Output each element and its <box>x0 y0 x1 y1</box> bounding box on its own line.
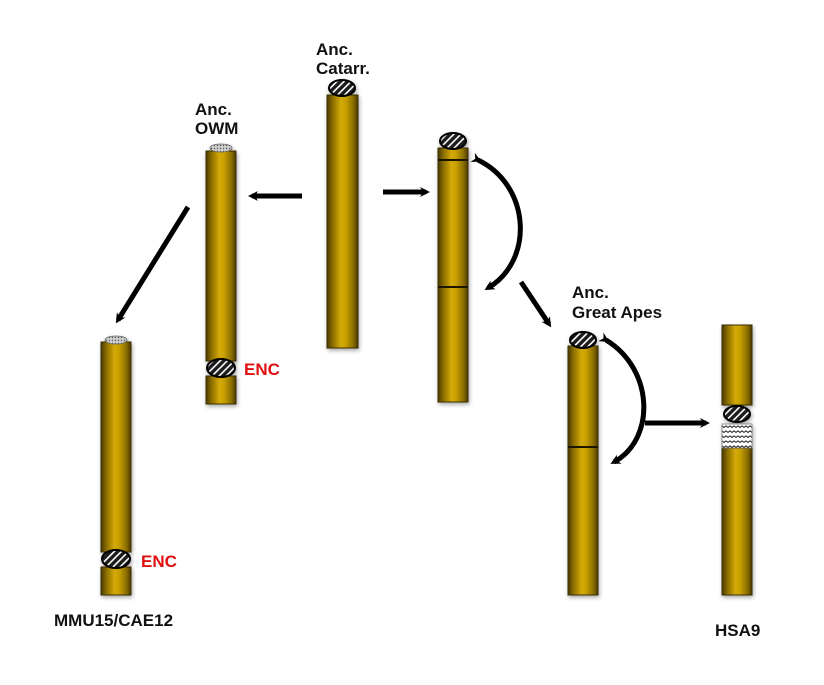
chromosome-hsa9 <box>721 324 753 596</box>
inversion-arrow-great-apes <box>598 332 647 465</box>
centromere-anc-catarr <box>328 79 356 97</box>
label-anc-catarr-1: Anc. <box>316 40 353 59</box>
label-anc-catarr-2: Catarr. <box>316 59 370 78</box>
label-anc-owm-1: Anc. <box>195 100 232 119</box>
chromosome-intermediate <box>437 132 469 403</box>
centromere-intermediate <box>439 132 467 150</box>
arrow-to-mmu <box>115 205 191 324</box>
heterochromatin-block <box>721 423 753 449</box>
label-mmu15-cae12: MMU15/CAE12 <box>54 611 173 630</box>
label-enc-mmu: ENC <box>141 552 177 571</box>
label-anc-great-apes-2: Great Apes <box>572 303 662 322</box>
label-anc-great-apes-1: Anc. <box>572 283 609 302</box>
chromosome-mmu15-cae12 <box>100 335 132 596</box>
chromosome-anc-catarr <box>326 79 359 349</box>
telomere-cap-mmu <box>104 335 128 345</box>
telomere-cap-owm <box>209 143 233 153</box>
label-enc-owm: ENC <box>244 360 280 379</box>
centromere-hsa9 <box>723 405 751 423</box>
centromere-enc-mmu <box>101 549 131 569</box>
arrow-to-great-apes <box>518 280 552 328</box>
centromere-great-apes <box>569 331 597 349</box>
label-hsa9: HSA9 <box>715 621 760 640</box>
chromosome-anc-great-apes <box>567 331 599 596</box>
centromere-enc-owm <box>206 358 236 378</box>
arrows <box>115 152 710 465</box>
chromosome-anc-owm <box>205 143 237 405</box>
label-anc-owm-2: OWM <box>195 119 238 138</box>
inversion-arrow-intermediate <box>470 152 523 291</box>
